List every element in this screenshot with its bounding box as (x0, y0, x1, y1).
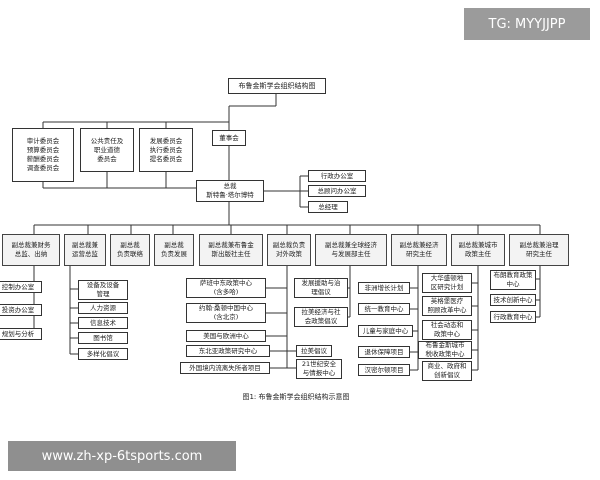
ops-unit-hr: 人力资源 (78, 302, 128, 314)
committee-audit-group: 审计委员会 预算委员会 薪酬委员会 调查委员会 (12, 128, 74, 182)
figure-caption: 图1: 布鲁金斯学会组织结构示意图 (242, 393, 350, 401)
board-of-trustees: 董事会 (212, 130, 246, 146)
president-box: 总裁 斯特鲁·塔尔博特 (196, 180, 264, 202)
vp-finance: 副总裁兼财务 总监、出纳 (2, 234, 60, 266)
vp-governance: 副总裁兼治理 研究主任 (509, 234, 569, 266)
mp-unit-social-dynamics: 社会动态和 政策中心 (422, 320, 472, 340)
fp-unit-security-intelligence: 21世纪安全 与情报中心 (296, 359, 342, 379)
vp-economic-studies: 副总裁兼经济 研究主任 (391, 234, 447, 266)
fp-unit-saban: 萨班中东政策中心 (含多哈) (186, 278, 266, 298)
finance-unit-investment: 投资办公室 (0, 304, 42, 316)
finance-unit-control: 控制办公室 (0, 281, 42, 293)
es-unit-children-families: 儿童与家庭中心 (358, 325, 413, 337)
vp-metropolitan-policy: 副总裁兼城市 政策主任 (451, 234, 505, 266)
fp-unit-us-europe: 美国与欧洲中心 (186, 330, 266, 342)
es-unit-education: 统一教育中心 (358, 303, 410, 315)
bottom-watermark: www.zh-xp-6tsports.com (8, 441, 236, 471)
ops-unit-it: 信息技术 (78, 317, 128, 329)
top-watermark: TG: MYYJJPP (464, 8, 590, 40)
vp-communications: 副总裁 负责联络 (110, 234, 150, 266)
mp-unit-tax-policy: 布鲁金斯城市 税收政策中心 (418, 341, 472, 359)
office-general-manager: 总经理 (308, 201, 348, 213)
gov-unit-executive-education: 行政教育中心 (490, 311, 536, 323)
office-general-counsel: 总顾问办公室 (308, 185, 366, 197)
vp-global-economy: 副总裁兼全球经济 与发展部主任 (315, 234, 387, 266)
diagram-title: 布鲁金斯学会组织结构图 (228, 78, 326, 94)
finance-unit-planning: 规划与分析 (0, 328, 42, 340)
fp-unit-northeast-asia: 东北亚政策研究中心 (186, 345, 270, 357)
es-unit-hamilton: 汉密尔顿项目 (358, 364, 410, 376)
fp-unit-idp-project: 外国境内流离失所者项目 (180, 362, 270, 374)
fp-unit-thornton: 约翰·桑顿中国中心 (含北京) (186, 303, 266, 323)
vp-press: 副总裁兼布鲁金 斯出版社主任 (199, 234, 263, 266)
mp-unit-greater-washington: 大华盛顿地 区研究计划 (422, 273, 472, 293)
office-executive: 行政办公室 (308, 170, 366, 182)
vp-operations: 副总裁兼 运营总监 (64, 234, 106, 266)
vp-development: 副总裁 负责发展 (154, 234, 194, 266)
committee-development-group: 发展委员会 执行委员会 提名委员会 (139, 128, 193, 172)
ops-unit-library: 图书馆 (78, 332, 128, 344)
committee-ethics: 公共责任及 职业道德 委员会 (80, 128, 134, 172)
mp-unit-business-innovation: 商业、政府和 创新倡议 (422, 361, 472, 381)
fp-unit-latin-america: 拉美倡议 (296, 345, 332, 357)
mp-unit-health-reform: 英格堡医疗 照顾改革中心 (422, 296, 472, 316)
ge-unit-latin-america: 拉美经济与社 会政策倡议 (294, 307, 348, 327)
es-unit-retirement: 退休保障项目 (358, 346, 410, 358)
ge-unit-aid-governance: 发展援助与治 理倡议 (294, 278, 348, 298)
ops-unit-facilities: 设备及设备 管理 (78, 280, 128, 300)
gov-unit-brown-education: 布朗教育政策 中心 (490, 270, 536, 290)
es-unit-africa-growth: 非洲增长计划 (358, 282, 410, 294)
vp-foreign-policy: 副总裁负责 对外政策 (267, 234, 311, 266)
gov-unit-tech-innovation: 技术创新中心 (490, 294, 536, 306)
ops-unit-diversity: 多样化倡议 (78, 348, 128, 360)
